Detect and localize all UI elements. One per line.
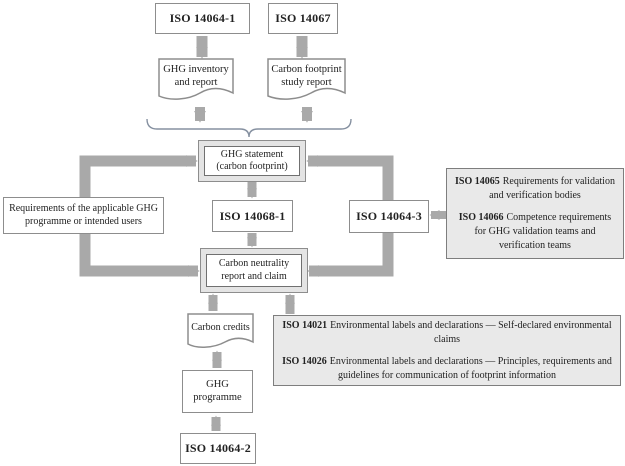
- arrow-iso14064-3-to-neutrality: [307, 232, 394, 277]
- doc-label: Carbon credits: [191, 321, 250, 333]
- iso-code: ISO 14066: [458, 211, 504, 223]
- doc-ghg-inventory-report: GHG inventory and report: [158, 58, 234, 105]
- node-iso-14068-1: ISO 14068-1: [212, 200, 293, 232]
- node-iso-14067: ISO 14067: [268, 3, 338, 34]
- node-ghg-statement: GHG statement (carbon footprint): [198, 140, 306, 182]
- node-carbon-neutrality: Carbon neutrality report and claim: [200, 248, 308, 293]
- arrow-iso14064-3-to-statement: [306, 155, 394, 200]
- iso-code: ISO 14065: [455, 175, 500, 187]
- arrow-requirements-to-neutrality: [79, 233, 200, 277]
- node-iso-14064-1: ISO 14064-1: [155, 3, 250, 34]
- iso-text: Environmental labels and declarations — …: [330, 319, 612, 345]
- document-shape: [267, 58, 346, 100]
- iso-code: ISO 14026: [282, 355, 327, 367]
- doc-label: GHG inventory and report: [163, 63, 229, 88]
- node-ghg-programme: GHG programme: [182, 370, 253, 413]
- merge-brace: [146, 118, 352, 138]
- doc-label: Carbon footprint study report: [271, 63, 342, 88]
- doc-carbon-credits: Carbon credits: [187, 313, 254, 353]
- node-iso-14064-3: ISO 14064-3: [349, 200, 429, 233]
- carbon-neutrality-label: Carbon neutrality report and claim: [206, 254, 302, 287]
- node-requirements: Requirements of the applicable GHG progr…: [3, 197, 164, 234]
- doc-carbon-footprint-report: Carbon footprint study report: [267, 58, 346, 105]
- iso-text: Environmental labels and declarations — …: [329, 355, 612, 381]
- arrow-requirements-to-statement: [79, 155, 198, 197]
- iso-text: Requirements for validation and verifica…: [489, 175, 615, 201]
- document-shape: [158, 58, 234, 100]
- node-iso-14064-2: ISO 14064-2: [180, 433, 256, 464]
- document-shape: [187, 313, 254, 348]
- ghg-statement-label: GHG statement (carbon footprint): [204, 146, 300, 176]
- iso-code: ISO 14021: [282, 319, 328, 331]
- iso-text: Competence requirements for GHG validati…: [474, 211, 612, 251]
